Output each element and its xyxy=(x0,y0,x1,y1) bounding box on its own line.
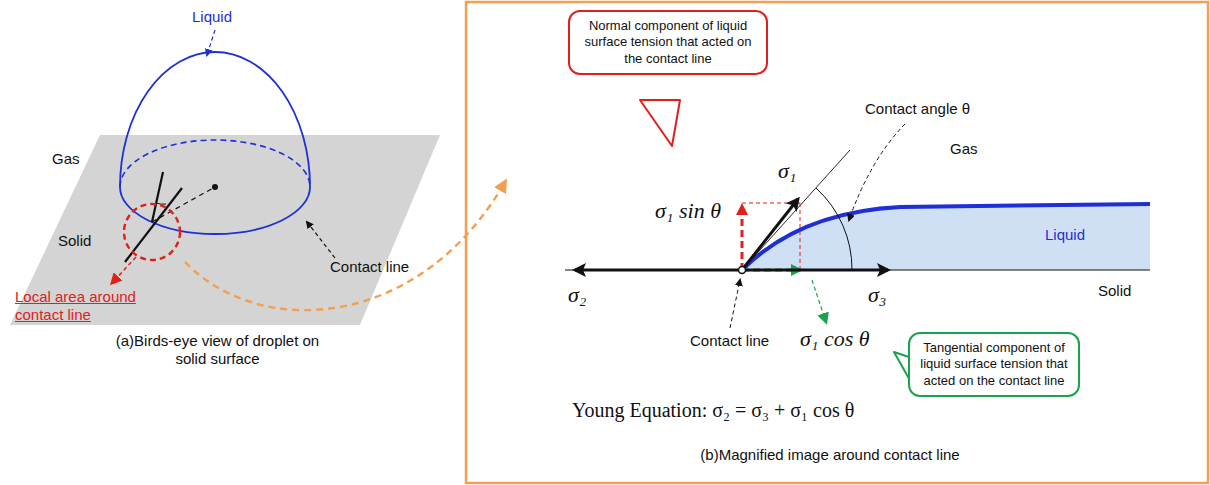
symbol-label: σ₁ xyxy=(778,158,797,184)
part-label: Contact line xyxy=(690,332,769,350)
sigma2-arrow xyxy=(575,269,742,272)
region-label: Solid xyxy=(58,232,91,250)
symbol-label: σ₂ xyxy=(568,282,587,308)
tangent-line xyxy=(742,150,850,270)
local-area-circle xyxy=(124,204,180,260)
part-label: Liquid xyxy=(192,8,232,26)
callout-tail xyxy=(640,100,680,146)
droplet-dome xyxy=(120,52,310,187)
equation: Young Equation: σ₂ = σ₃ + σ₁ cos θ xyxy=(572,398,854,422)
normal-arrow xyxy=(741,206,744,270)
angle-arc xyxy=(156,203,166,204)
liquid-region xyxy=(742,204,1150,270)
contact-point xyxy=(739,267,746,274)
leader xyxy=(112,257,136,283)
zoom-arrow xyxy=(185,182,505,310)
surface-line xyxy=(152,172,163,222)
leader xyxy=(812,280,826,322)
part-label: Contact line xyxy=(330,258,409,276)
region-label: Gas xyxy=(950,140,978,158)
region-label: Liquid xyxy=(1045,226,1085,244)
angle-label: Contact angle θ xyxy=(865,100,970,118)
leader xyxy=(307,222,335,258)
center-dot xyxy=(212,184,218,190)
solid-surface xyxy=(565,269,1150,270)
callout-box: Tangential component of liquid surface t… xyxy=(908,332,1080,397)
caption: (b)Magnified image around contact line xyxy=(630,446,1030,464)
tangent-line xyxy=(125,188,182,262)
liquid-surface xyxy=(742,204,1150,270)
sigma3-arrow xyxy=(742,269,888,272)
callout-box: Normal component of liquid surface tensi… xyxy=(568,10,768,75)
droplet-back xyxy=(120,140,310,187)
panel-border xyxy=(466,2,1208,483)
symbol-label: σ₁ cos θ xyxy=(800,326,870,352)
leader xyxy=(849,124,905,220)
leader xyxy=(730,280,740,328)
sigma1-arrow xyxy=(742,199,798,270)
region-label: Solid xyxy=(1098,282,1131,300)
symbol-label: σ₁ sin θ xyxy=(655,198,721,224)
projection-line xyxy=(800,203,801,270)
callout-text: Tangential component of liquid surface t… xyxy=(918,340,1070,389)
area-label: Local area around contact line xyxy=(15,288,180,324)
angle-arc xyxy=(816,188,852,270)
projection-line xyxy=(742,203,800,204)
contact-line-ellipse xyxy=(120,187,310,234)
callout-text: Normal component of liquid surface tensi… xyxy=(578,18,758,67)
region-label: Gas xyxy=(52,150,80,168)
symbol-label: σ₃ xyxy=(868,282,887,308)
leader xyxy=(207,30,215,55)
caption: (a)Birds-eye view of droplet on solid su… xyxy=(110,332,325,368)
